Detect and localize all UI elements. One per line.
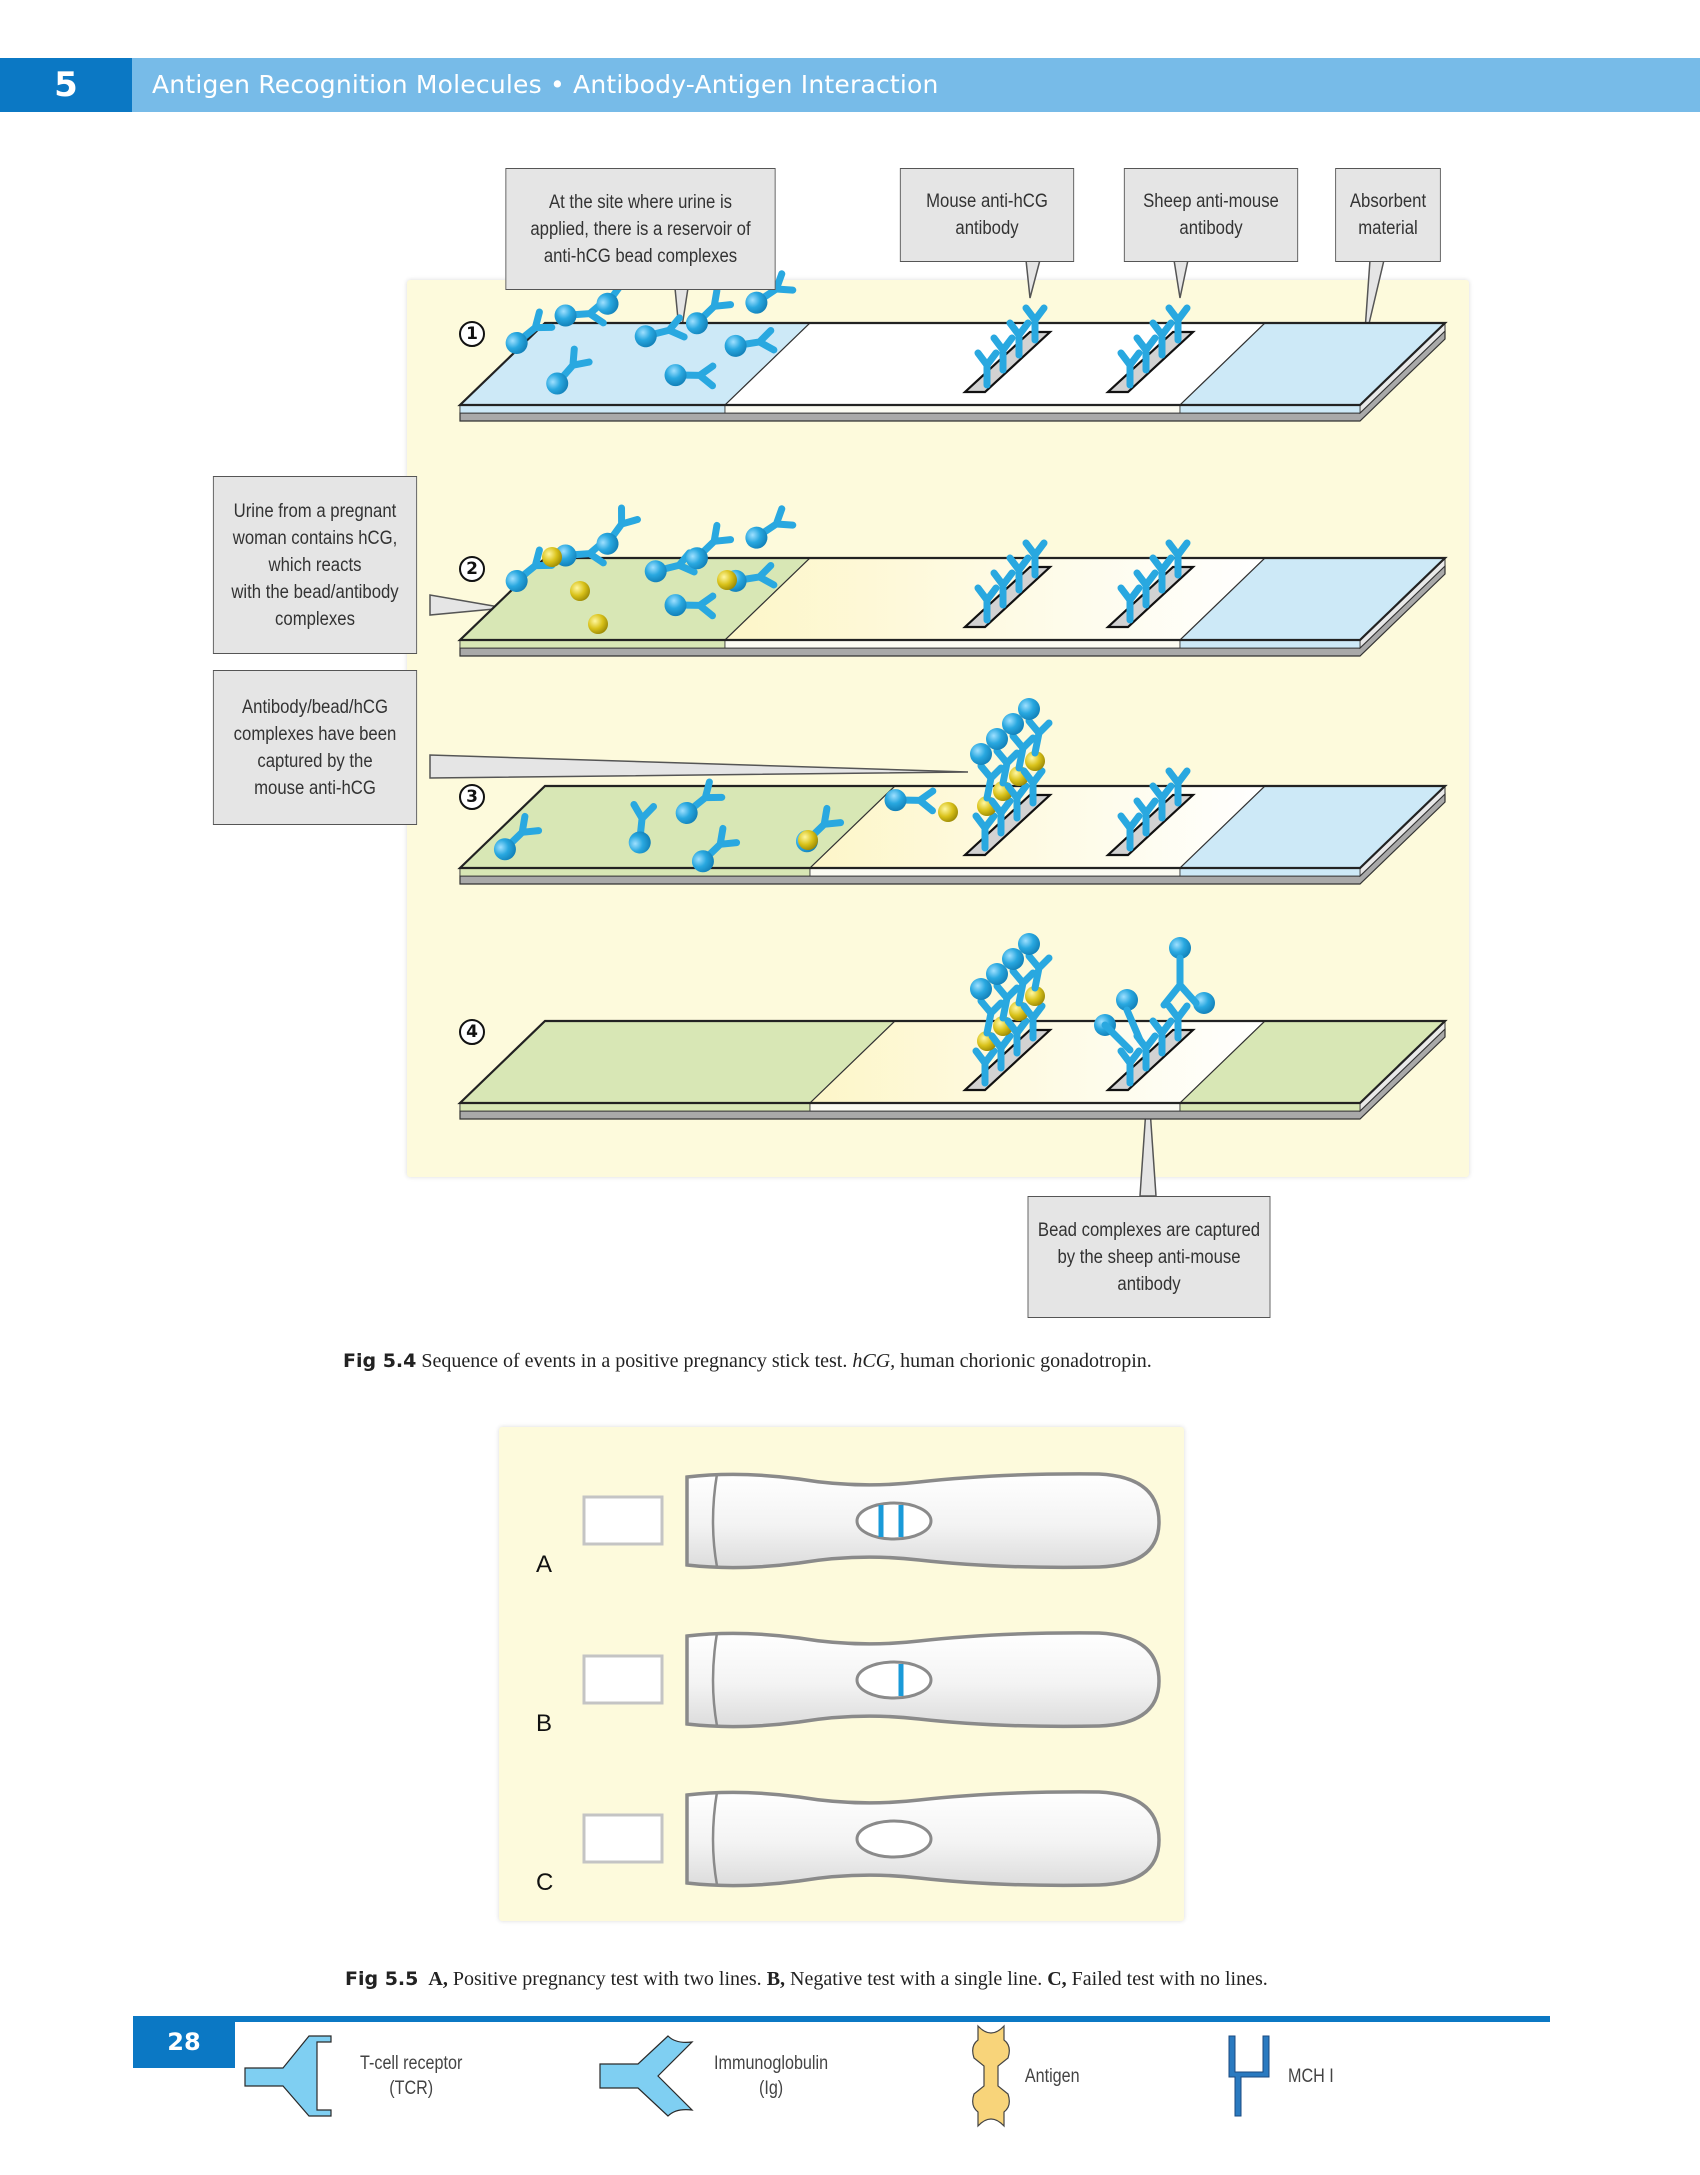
legend-label-mhc: MCH I	[1288, 2065, 1334, 2087]
legend-label-antigen: Antigen	[1024, 2065, 1080, 2087]
step-marker-4: 4	[459, 1019, 485, 1045]
figure-5-4-caption: Fig 5.4 Sequence of events in a positive…	[343, 1350, 1152, 1372]
stick-label-B: B	[536, 1710, 553, 1737]
callout-captured: Antibody/bead/hCG complexes have been ca…	[212, 670, 418, 825]
legend-label-tcr: T-cell receptor (TCR)	[360, 2053, 463, 2099]
stick-absorbent-tip	[582, 1654, 664, 1705]
legend-tcr: T-cell receptor (TCR)	[243, 2034, 471, 2118]
immunoglobulin-icon	[599, 2035, 694, 2117]
stick-label-A: A	[536, 1551, 553, 1578]
callout-absorbent: Absorbent material	[1335, 168, 1441, 262]
step-marker-3: 3	[459, 784, 485, 810]
callout-urine: Urine from a pregnant woman contains hCG…	[212, 476, 418, 654]
pregnancy-test-stick-C	[582, 1790, 1161, 1888]
stick-absorbent-tip	[582, 1813, 664, 1864]
legend-ig: Immunoglobulin (Ig)	[598, 2034, 838, 2118]
callout-bead-captured: Bead complexes are captured by the sheep…	[1027, 1196, 1271, 1318]
result-window	[855, 1819, 933, 1859]
legend-label-ig: Immunoglobulin (Ig)	[714, 2053, 829, 2099]
antigen-icon	[972, 2024, 1010, 2128]
figure-5-5-diagram	[582, 1472, 1161, 1888]
chapter-title: Antigen Recognition Molecules • Antibody…	[152, 70, 939, 99]
chapter-header-bar	[0, 58, 1700, 112]
stick-label-C: C	[536, 1869, 554, 1896]
result-window	[855, 1501, 933, 1541]
callout-reservoir: At the site where urine is applied, ther…	[505, 168, 776, 290]
callout-sheep-antibody: Sheep anti-mouse antibody	[1123, 168, 1299, 262]
stick-absorbent-tip	[582, 1495, 664, 1546]
result-window	[855, 1660, 933, 1700]
result-line	[898, 1664, 904, 1696]
figure-5-4-label: Fig 5.4	[343, 1350, 417, 1372]
mhc-i-icon	[1228, 2035, 1270, 2117]
figure-5-5-label: Fig 5.5	[345, 1968, 419, 1990]
t-cell-receptor-icon	[244, 2035, 332, 2117]
figure-5-5-caption: Fig 5.5 A, Positive pregnancy test with …	[345, 1968, 1268, 1990]
figure-5-4-panel	[407, 280, 1469, 1177]
callout-mouse-antibody: Mouse anti-hCG antibody	[899, 168, 1075, 262]
pregnancy-test-stick-B	[582, 1631, 1161, 1729]
footer-rule	[235, 2016, 1550, 2022]
step-marker-1: 1	[459, 321, 485, 347]
pregnancy-test-stick-A	[582, 1472, 1161, 1570]
result-line	[878, 1505, 884, 1537]
step-marker-2: 2	[459, 556, 485, 582]
result-line	[898, 1505, 904, 1537]
chapter-number: 5	[0, 58, 132, 112]
page-number: 28	[133, 2016, 235, 2068]
legend-mhc: MCH I	[1226, 2034, 1338, 2118]
legend-antigen: Antigen	[968, 2024, 1084, 2128]
